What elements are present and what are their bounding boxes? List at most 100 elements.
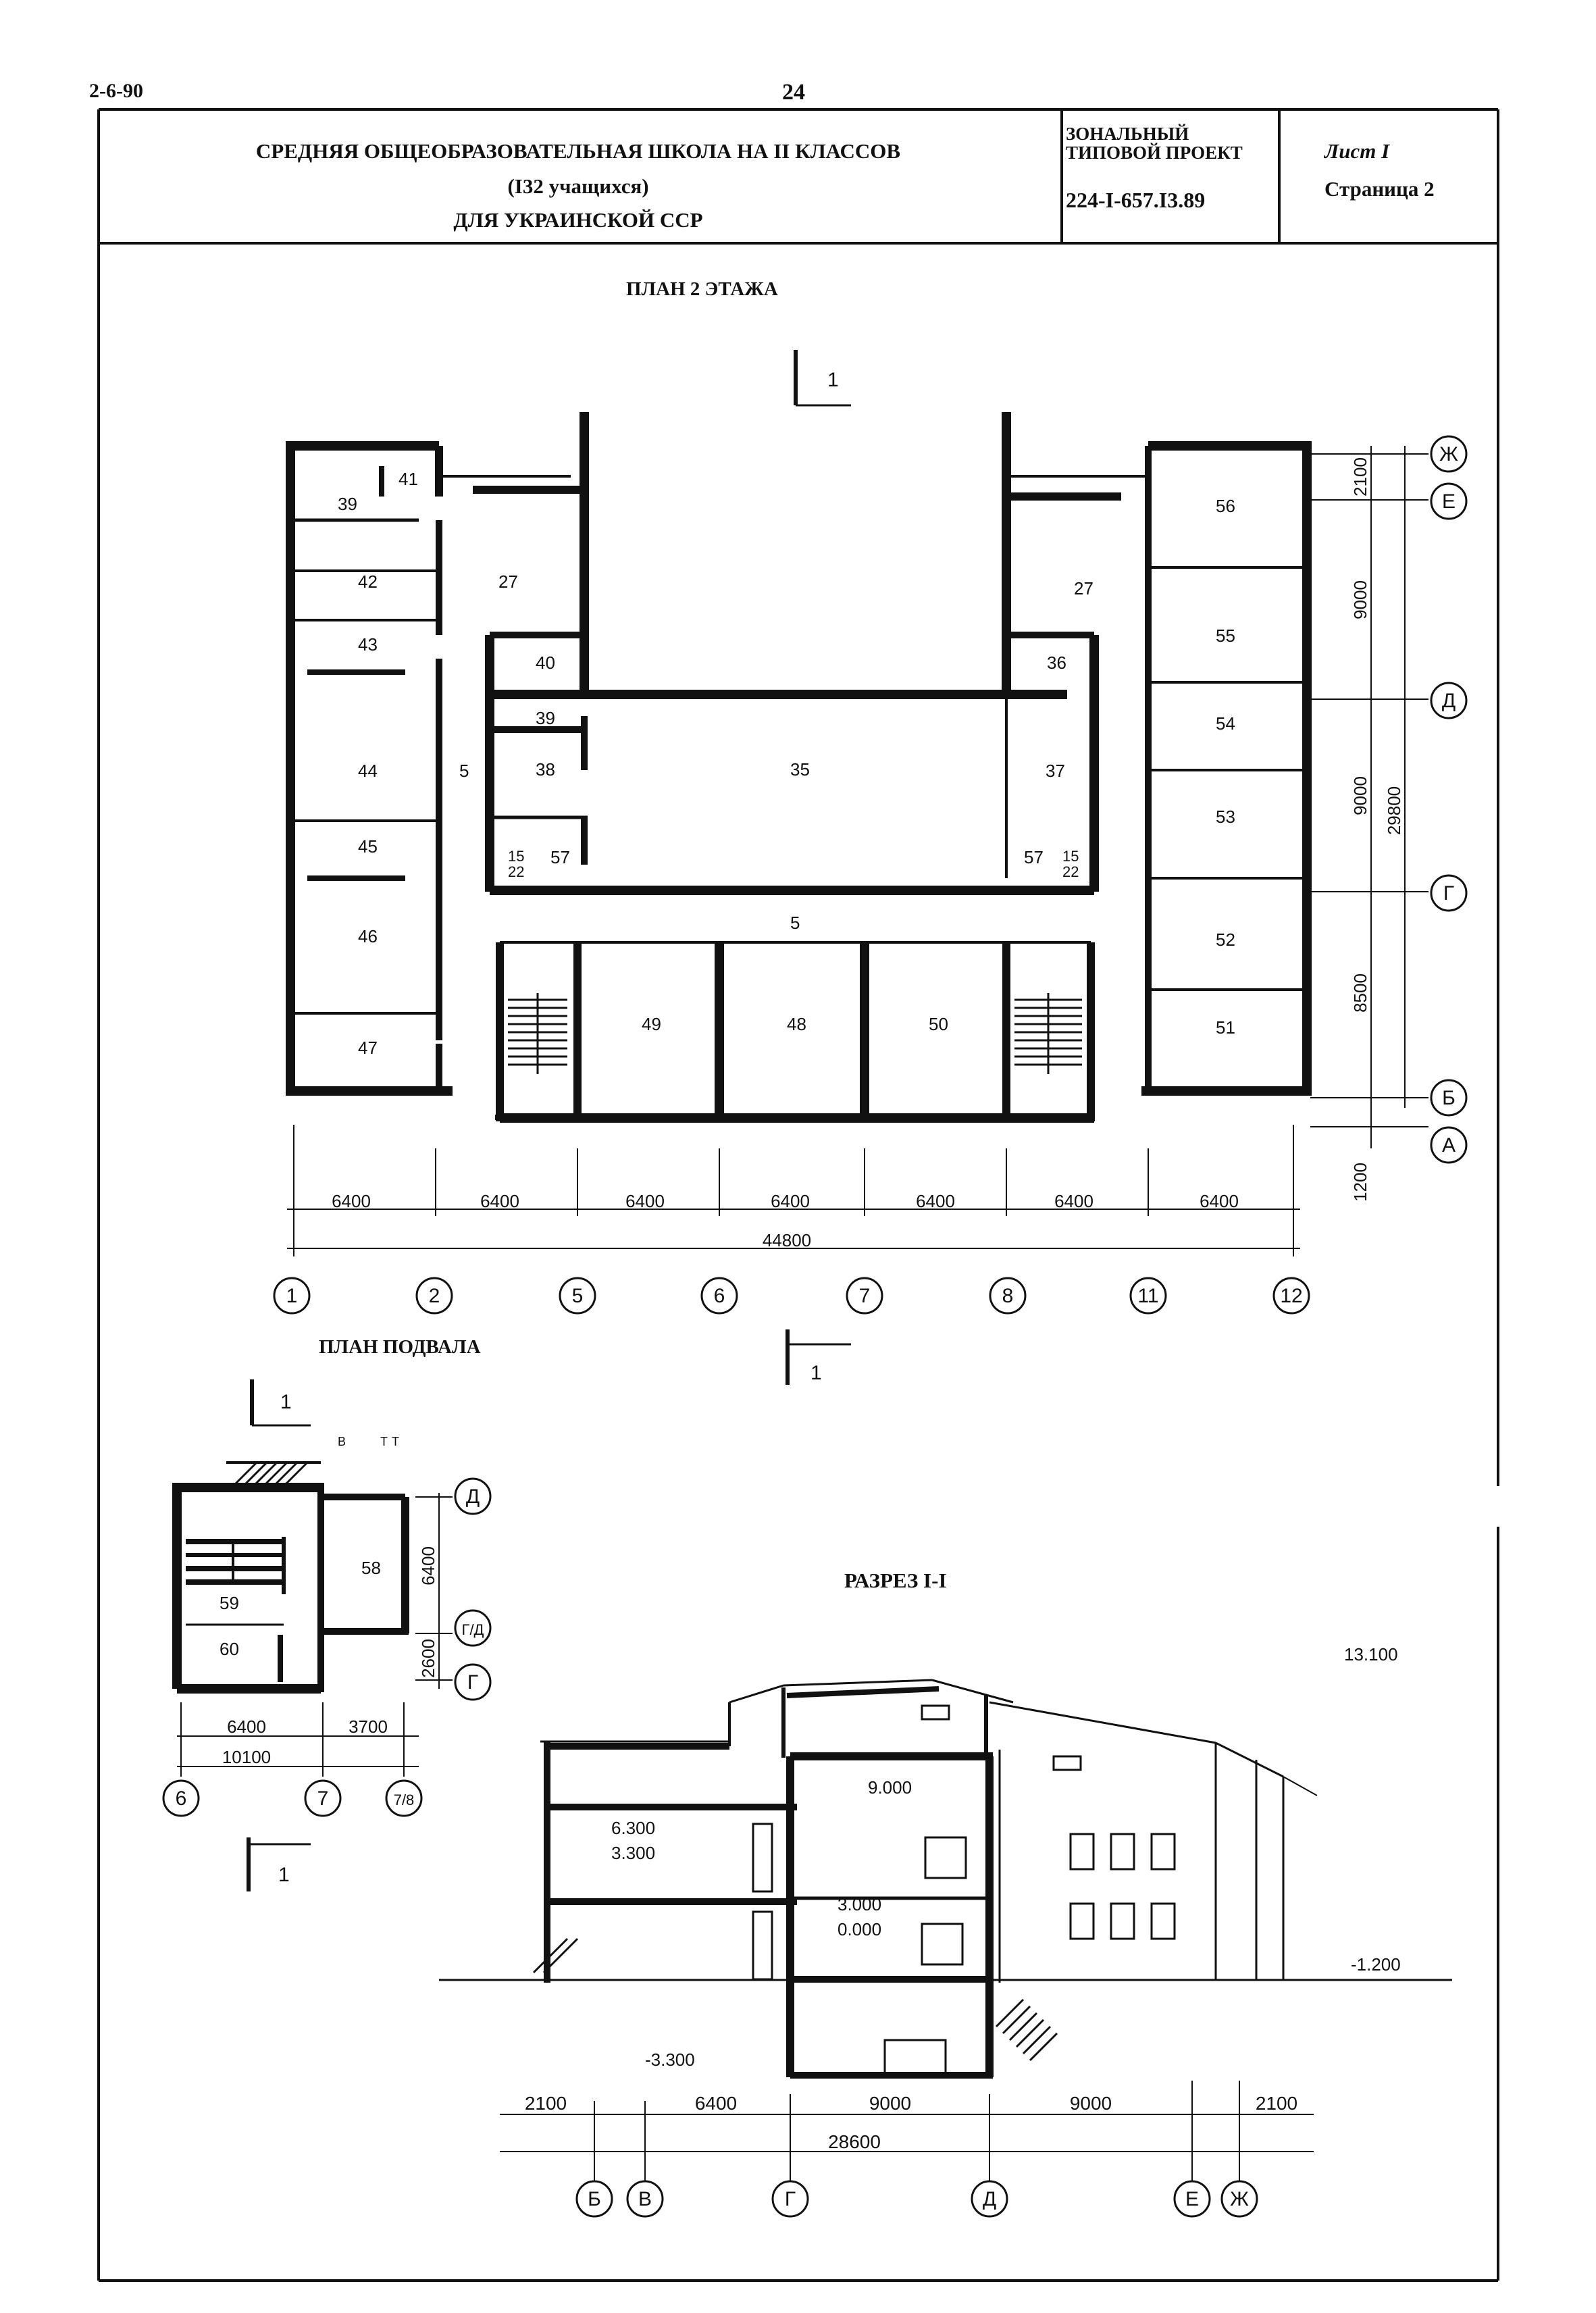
axis-label: А: [1442, 1134, 1456, 1156]
axis-label: 6: [176, 1787, 187, 1810]
basement-dimension: 10100: [222, 1747, 271, 1767]
axis-marker-y: Д: [454, 1477, 492, 1515]
axis-label: Г: [467, 1671, 478, 1694]
axis-label: Г: [785, 2188, 796, 2210]
room-number: 41: [398, 469, 418, 489]
axis-label: 1: [286, 1285, 298, 1307]
basement-section-number: 1: [280, 1391, 292, 1413]
level-mark: -3.300: [645, 2050, 695, 2070]
page-number: 24: [782, 80, 805, 105]
basement-dimension: 6400: [227, 1717, 266, 1737]
axis-marker-y: Б: [1430, 1079, 1468, 1117]
level-mark: -1.200: [1351, 1954, 1401, 1975]
plan2-dimensions: [287, 446, 1428, 1256]
axis-marker-x: 6: [162, 1779, 200, 1817]
row-dimension: 8500: [1350, 973, 1370, 1013]
room-number: 15: [1062, 848, 1079, 865]
room-number: 52: [1216, 930, 1235, 950]
section-title: РАЗРЕЗ I-I: [844, 1569, 947, 1592]
axis-marker-x: 11: [1129, 1277, 1167, 1315]
axis-label: 7: [859, 1285, 871, 1307]
section-structure: [439, 1679, 1452, 2079]
room-number: 58: [361, 1558, 381, 1578]
axis-marker-x: 1: [273, 1277, 311, 1315]
axis-label: 5: [572, 1285, 584, 1307]
service-label: В: [338, 1435, 346, 1448]
column-dimension: 6400: [332, 1191, 371, 1211]
stair-right: [1014, 993, 1082, 1074]
axis-marker-x: 12: [1272, 1277, 1310, 1315]
axis-label: 7: [317, 1787, 329, 1810]
basement-dimensions: [177, 1493, 453, 1777]
room-number: 22: [508, 863, 524, 880]
basement-section-mark-bottom: [247, 1837, 311, 1891]
room-number: 46: [358, 926, 378, 946]
level-mark: 0.000: [838, 1919, 881, 1939]
stair-left: [508, 993, 567, 1074]
level-mark: 13.100: [1344, 1644, 1398, 1664]
section-stair: [532, 1937, 1058, 2062]
section-dimension: 9000: [1070, 2093, 1112, 2114]
axis-label: Е: [1442, 490, 1456, 513]
axis-marker-y: Д: [1430, 682, 1468, 719]
axis-label: Б: [1442, 1087, 1456, 1109]
room-number: 39: [338, 494, 357, 514]
level-mark: 6.300: [611, 1818, 655, 1838]
level-mark: 9.000: [868, 1777, 912, 1798]
axis-label: 12: [1280, 1285, 1302, 1307]
plan2-section-number: 1: [827, 369, 839, 391]
room-number: 57: [1024, 847, 1044, 867]
sheet-label: Лист I: [1324, 139, 1390, 163]
room-number: 45: [358, 836, 378, 857]
axis-label: 11: [1137, 1285, 1158, 1307]
axis-marker-y: Ж: [1430, 435, 1468, 473]
axis-label: Д: [983, 2188, 996, 2210]
axis-marker-x: 6: [700, 1277, 738, 1315]
project-title-line2: (I32 учащихся): [507, 174, 649, 198]
column-dimension: 6400: [480, 1191, 519, 1211]
room-number: 49: [642, 1014, 661, 1034]
room-number: 55: [1216, 626, 1235, 646]
room-number: 5: [790, 913, 800, 933]
room-number: 35: [790, 759, 810, 780]
basement-dimension: 6400: [418, 1546, 438, 1585]
section-dimension: 2100: [1256, 2093, 1297, 2114]
row-dimension: 1200: [1350, 1163, 1370, 1202]
section-dimensions: [500, 2081, 1314, 2182]
room-number: 42: [358, 571, 378, 592]
column-dimension: 6400: [1054, 1191, 1093, 1211]
plan2-walls: [286, 412, 1312, 1123]
basement-dimension: 2600: [418, 1639, 438, 1678]
room-number: 60: [220, 1639, 239, 1659]
column-dimension: 6400: [1200, 1191, 1239, 1211]
axis-label: В: [638, 2188, 652, 2210]
project-title-line1: СРЕДНЯЯ ОБЩЕОБРАЗОВАТЕЛЬНАЯ ШКОЛА НА II …: [255, 139, 901, 163]
plan2-title: ПЛАН 2 ЭТАЖА: [626, 278, 778, 300]
room-number: 37: [1046, 761, 1065, 781]
axis-marker-section: Д: [971, 2180, 1008, 2218]
row-dimension: 9000: [1350, 580, 1370, 619]
row-dimension: 2100: [1350, 457, 1370, 497]
room-number: 50: [929, 1014, 948, 1034]
axis-label: Г: [1443, 882, 1454, 905]
axis-marker-y: Г/Д: [454, 1609, 492, 1647]
room-number: 36: [1047, 653, 1066, 673]
axis-marker-y: Г: [454, 1663, 492, 1701]
axis-label: Е: [1185, 2188, 1199, 2210]
basement-walls: [172, 1461, 409, 1694]
section-dimension: 2100: [525, 2093, 567, 2114]
level-mark: 3.000: [838, 1894, 881, 1914]
section-total-dimension: 28600: [828, 2131, 881, 2152]
axis-marker-section: Б: [575, 2180, 613, 2218]
row-dimension: 9000: [1350, 776, 1370, 815]
axis-marker-section: Е: [1173, 2180, 1211, 2218]
room-number: 5: [459, 761, 469, 781]
project-type-line2: ТИПОВОЙ ПРОЕКТ: [1066, 143, 1243, 163]
sheet-code: 2-6-90: [89, 80, 143, 102]
section-dimension: 9000: [869, 2093, 911, 2114]
sheet-frame: [97, 108, 1499, 2282]
section-level-marks: 13.1009.0006.3003.3003.0000.000-1.200-3.…: [611, 1644, 1401, 2070]
